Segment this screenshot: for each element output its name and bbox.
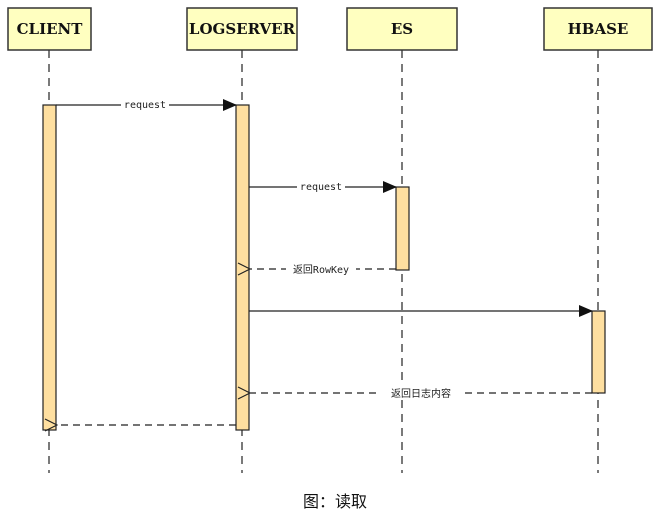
activation-client — [42, 104, 57, 431]
message-label: 返回RowKey — [293, 264, 349, 276]
actor-label: HBASE — [568, 20, 629, 38]
actor-hbase: HBASE — [543, 7, 653, 51]
activation-es — [395, 186, 410, 271]
figure-caption: 图：读取 — [302, 492, 367, 511]
message-label: request — [300, 182, 342, 193]
message-label: request — [124, 100, 166, 111]
message-client-to-logserver: request — [56, 99, 237, 111]
activation-logserver — [235, 104, 250, 431]
activation-hbase — [591, 310, 606, 394]
message-logserver-to-es: request — [249, 181, 397, 193]
actor-label: CLIENT — [17, 20, 84, 38]
message-label: 返回日志内容 — [391, 387, 451, 400]
actor-logserver: LOGSERVER — [186, 7, 298, 51]
actor-label: LOGSERVER — [189, 20, 296, 38]
actor-client: CLIENT — [7, 7, 92, 51]
actor-label: ES — [391, 20, 413, 38]
message-hbase-to-logserver-return: 返回日志内容 — [250, 386, 592, 400]
message-es-to-logserver-return: 返回RowKey — [250, 262, 396, 276]
actor-es: ES — [346, 7, 458, 51]
